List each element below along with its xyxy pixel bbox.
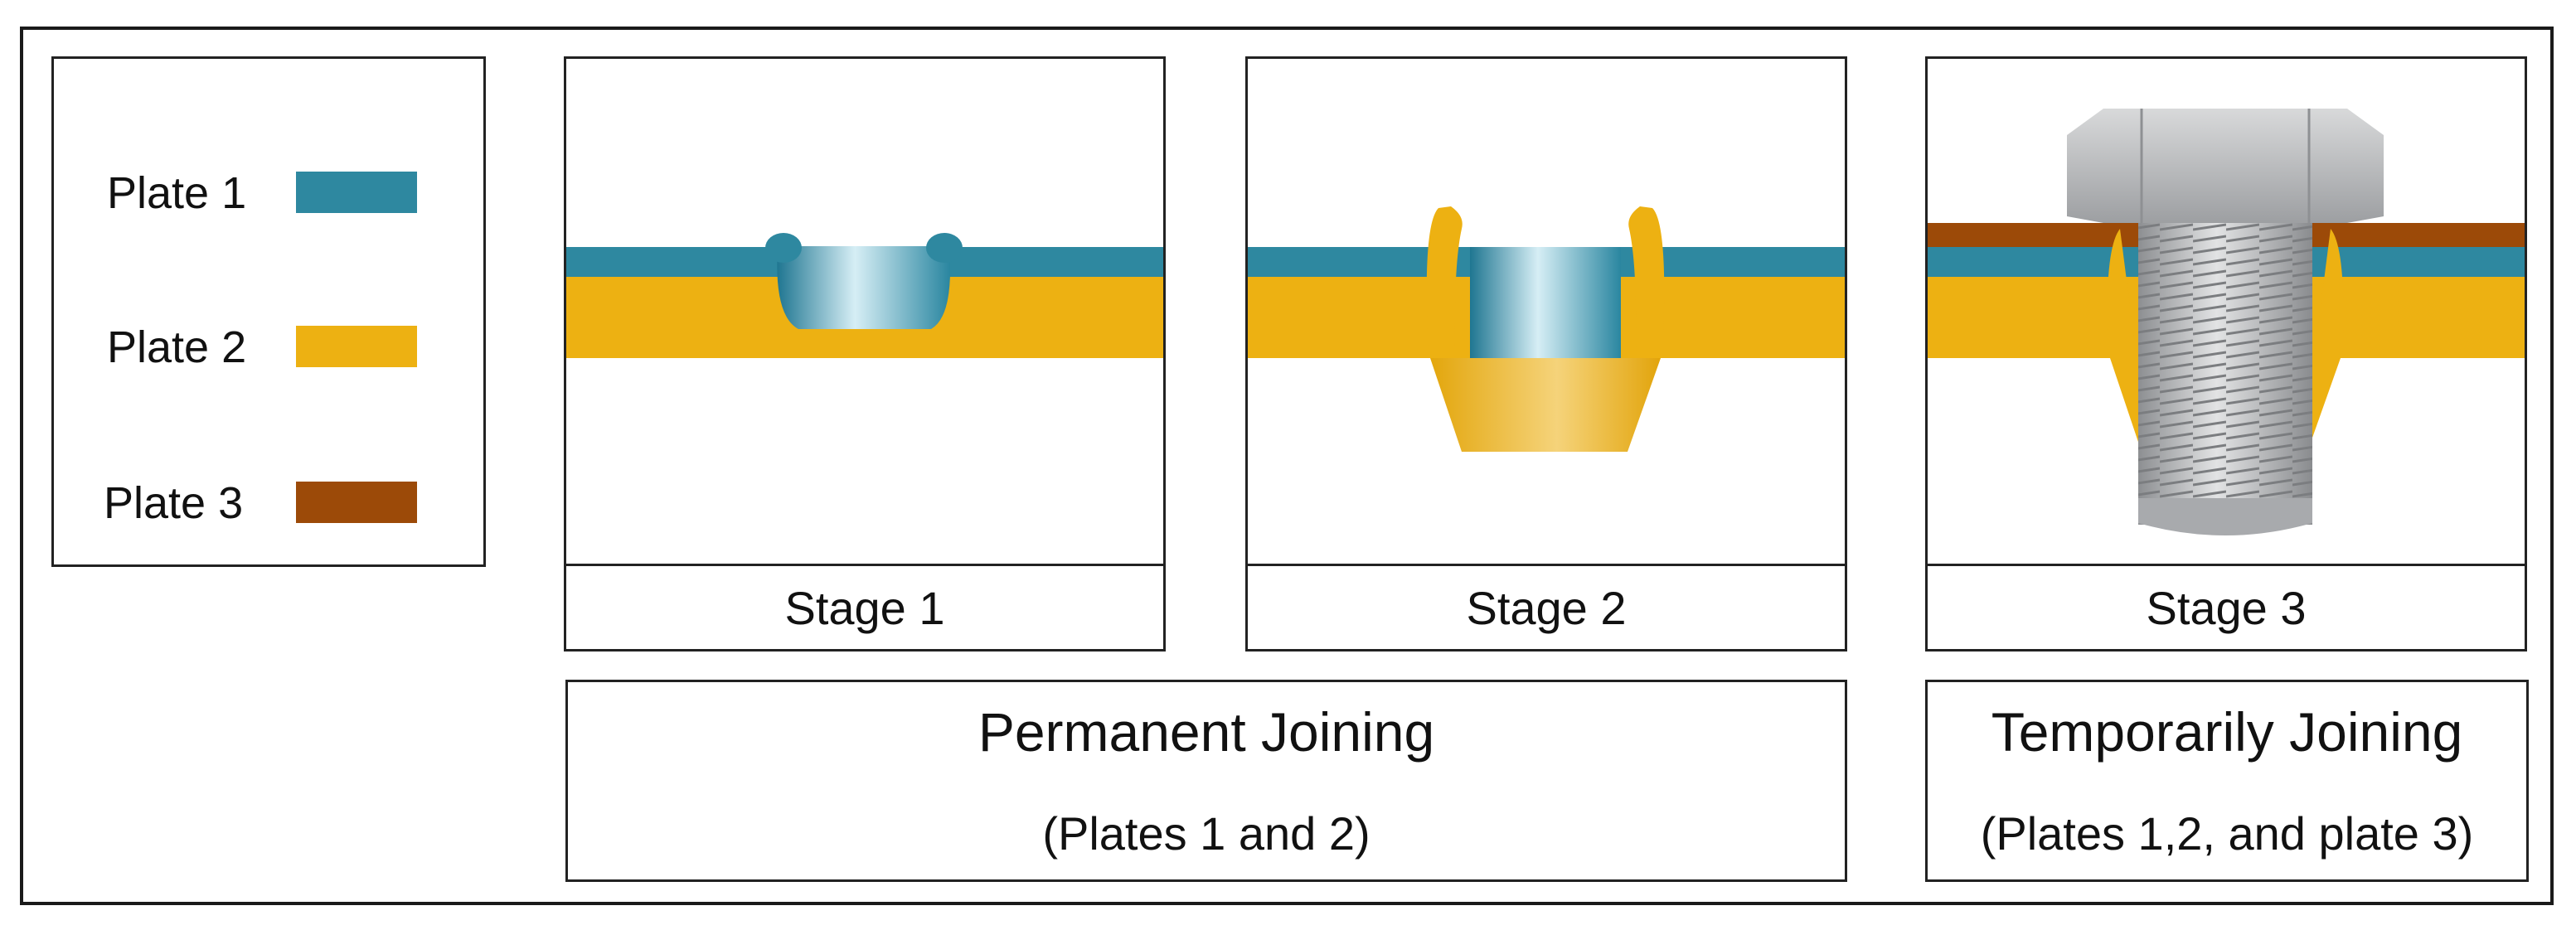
- legend-item-plate3: Plate 3: [54, 478, 483, 528]
- temporary-joining-subtitle: (Plates 1,2, and plate 3): [1980, 807, 2474, 860]
- formed-collar: [777, 246, 951, 329]
- bolt-head: [2067, 109, 2384, 223]
- legend-swatch-plate3: [296, 482, 417, 523]
- legend-swatch-plate1: [296, 172, 417, 213]
- stage3-illustration: [1928, 109, 2525, 535]
- collar-lip-left: [765, 233, 802, 263]
- stage1-panel: [564, 56, 1166, 567]
- legend-label: Plate 2: [107, 322, 247, 372]
- legend-swatch-plate2: [296, 326, 417, 367]
- permanent-joining-subtitle: (Plates 1 and 2): [1042, 807, 1370, 860]
- stage1-illustration: [566, 233, 1163, 358]
- stage3-caption: Stage 3: [1925, 564, 2527, 651]
- plate2-extrusion: [1430, 358, 1661, 452]
- formed-collar: [1470, 247, 1621, 358]
- legend-label: Plate 3: [104, 478, 244, 528]
- legend: Plate 1 Plate 2 Plate 3: [51, 56, 486, 567]
- bolt-tip: [2138, 498, 2312, 535]
- stage2-illustration: [1248, 206, 1845, 452]
- temporary-joining-box: Temporarily Joining (Plates 1,2, and pla…: [1925, 680, 2529, 882]
- legend-item-plate1: Plate 1: [54, 168, 483, 218]
- stage3-panel: [1925, 56, 2527, 567]
- bolt-head-edges: [2140, 109, 2311, 223]
- stage2-panel: [1245, 56, 1847, 567]
- bolt-thread: [2138, 221, 2312, 525]
- plate2-wall-left: [2107, 229, 2137, 358]
- collar-lip-right: [926, 233, 963, 263]
- permanent-joining-box: Permanent Joining (Plates 1 and 2): [565, 680, 1847, 882]
- legend-label: Plate 1: [107, 168, 247, 218]
- plate2-wall-right: [2314, 229, 2344, 358]
- stage1-caption: Stage 1: [564, 564, 1166, 651]
- plate2-wall-right: [1628, 206, 1665, 358]
- stage2-caption: Stage 2: [1245, 564, 1847, 651]
- temporary-joining-title: Temporarily Joining: [1991, 701, 2463, 763]
- permanent-joining-title: Permanent Joining: [978, 701, 1435, 763]
- figure-frame: [20, 27, 2554, 905]
- legend-item-plate2: Plate 2: [54, 322, 483, 372]
- plate2-wall-left: [1426, 206, 1463, 358]
